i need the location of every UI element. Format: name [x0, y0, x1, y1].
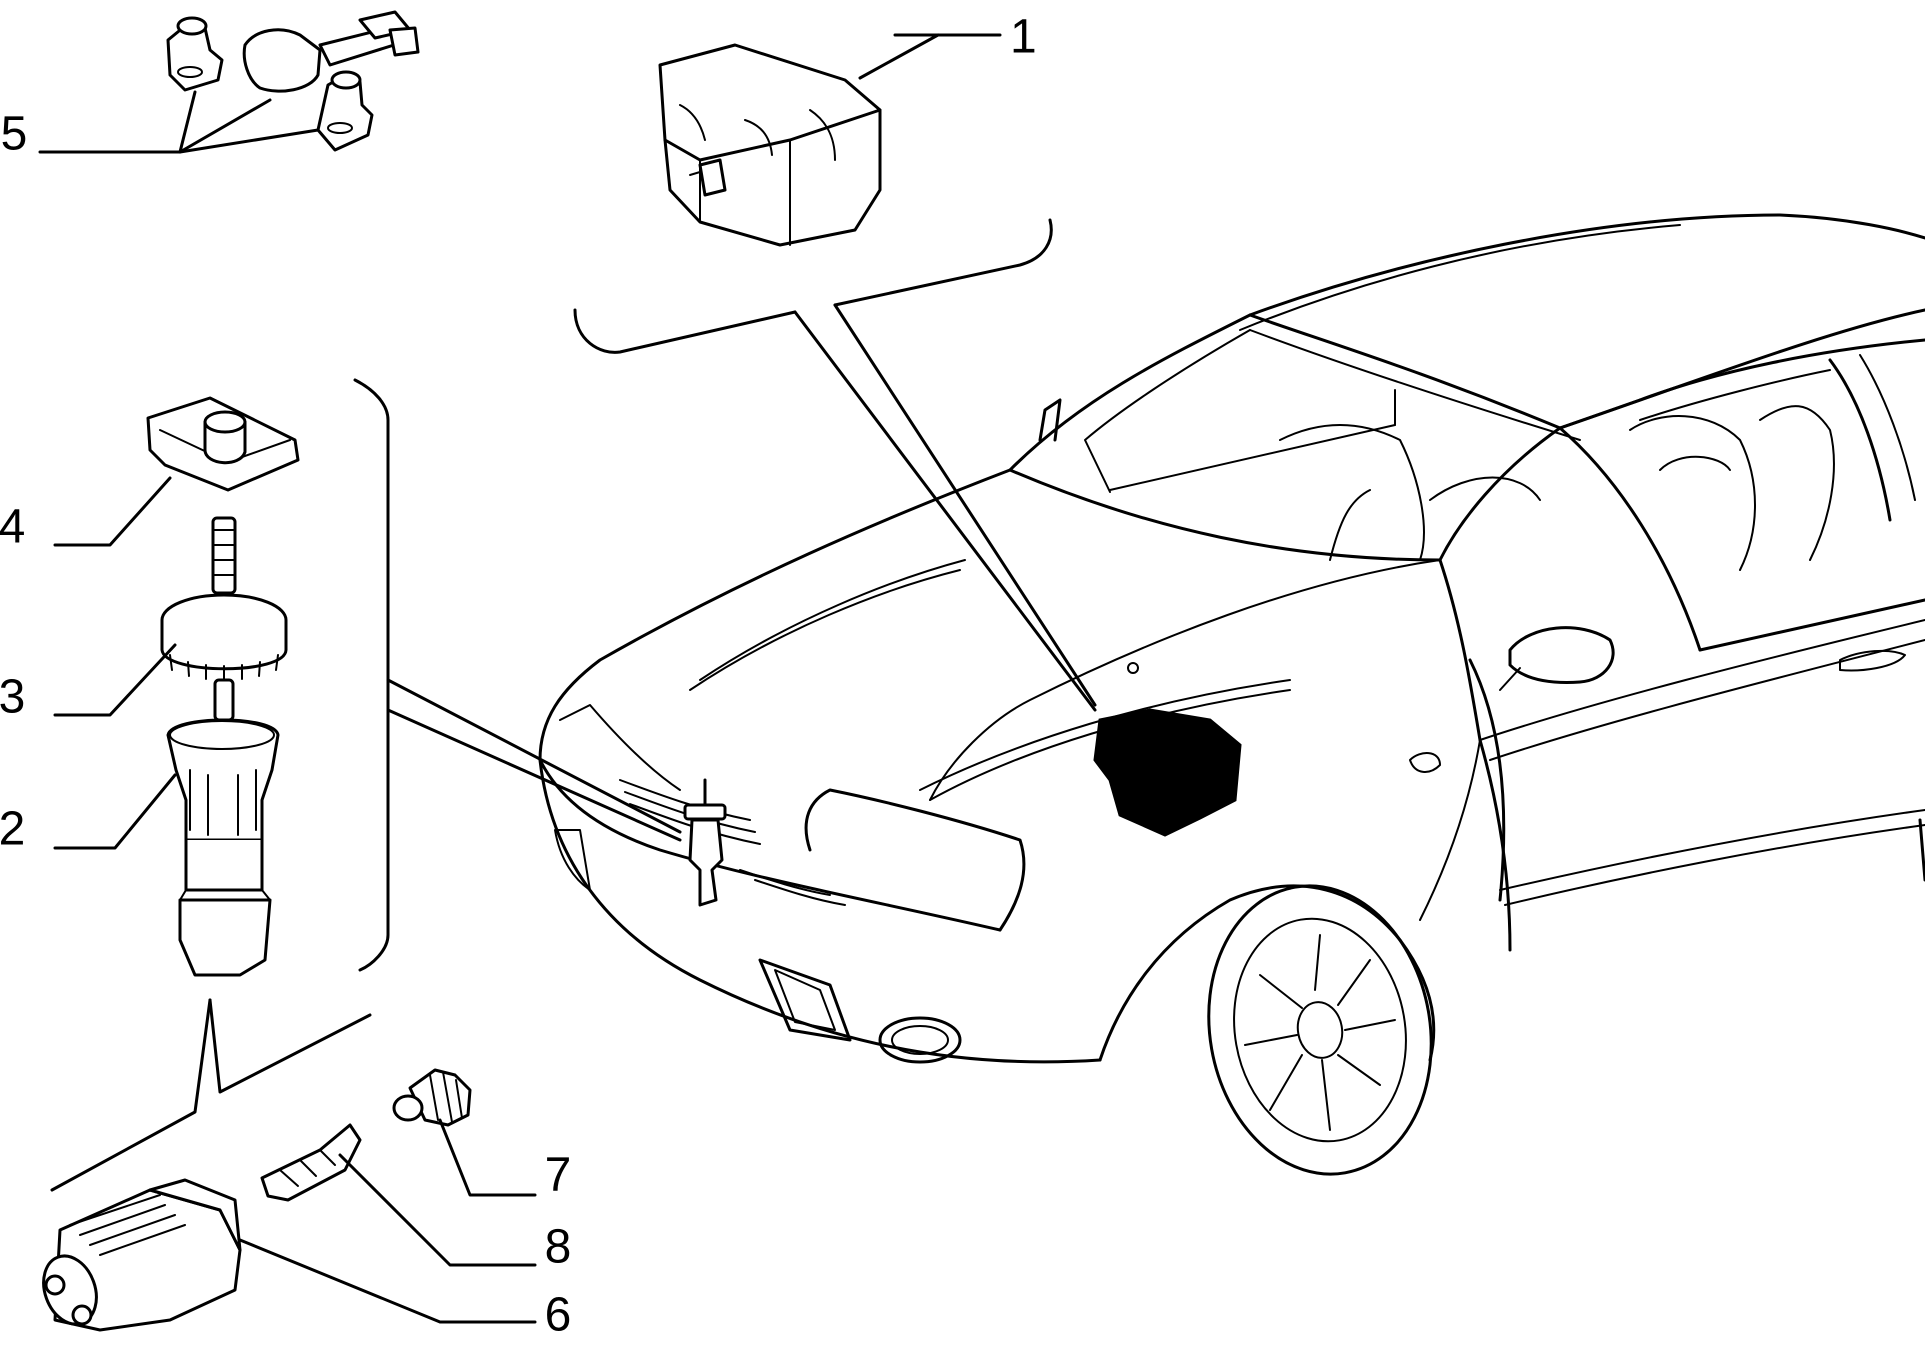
callout-7: 7 [545, 1149, 572, 1202]
car-outline [538, 213, 1925, 1176]
part-5-sensors [38, 10, 420, 154]
callout-8: 8 [545, 1221, 572, 1274]
part-4-bracket [53, 396, 300, 547]
callout-2: 2 [0, 803, 25, 856]
part-7-seal [392, 1068, 537, 1197]
part-8-terminal [260, 1123, 537, 1267]
leader-lines [50, 218, 1097, 1192]
callout-6: 6 [545, 1289, 572, 1342]
part-1-control-unit [658, 43, 882, 247]
callout-4: 4 [0, 501, 25, 554]
callout-1: 1 [1010, 11, 1037, 64]
adjuster-on-car [683, 778, 727, 907]
ecu-location-marker [1093, 708, 1242, 837]
part-3-adjuster-gear [53, 516, 288, 717]
callout-labels: 1 2 3 4 5 6 7 8 [0, 11, 1037, 1342]
callout-5: 5 [1, 108, 28, 161]
part-2-adjuster-body [53, 678, 280, 977]
part-6-connector [42, 1178, 537, 1332]
callout-3: 3 [0, 671, 25, 724]
